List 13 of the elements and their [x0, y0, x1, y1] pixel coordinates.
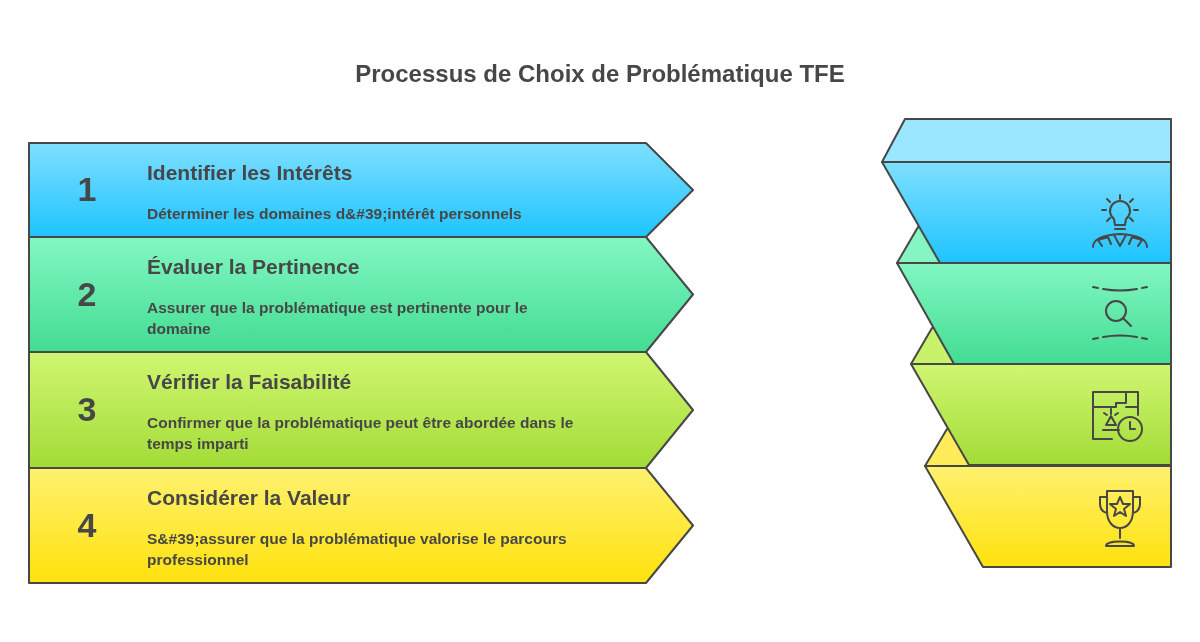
step-number: 1 [76, 170, 98, 209]
step-heading: Évaluer la Pertinence [147, 255, 360, 279]
step-number: 3 [76, 390, 98, 429]
step-description: Déterminer les domaines d&#39;intérêt personnels [147, 204, 523, 224]
step-description: S&#39;assurer que la problématique valorise le parcours professionnel [147, 529, 568, 570]
step-number: 2 [76, 274, 98, 314]
step-description: Assurer que la problématique est pertinente pour le domaine [147, 298, 529, 339]
step-number: 4 [76, 505, 98, 545]
step-heading: Vérifier la Faisabilité [147, 370, 352, 394]
diagram-title: Processus de Choix de Problématique TFE [354, 60, 846, 88]
step-description: Confirmer que la problématique peut être abordée dans le temps imparti [147, 413, 575, 454]
step-heading: Identifier les Intérêts [147, 161, 353, 185]
step-heading: Considérer la Valeur [147, 486, 351, 510]
